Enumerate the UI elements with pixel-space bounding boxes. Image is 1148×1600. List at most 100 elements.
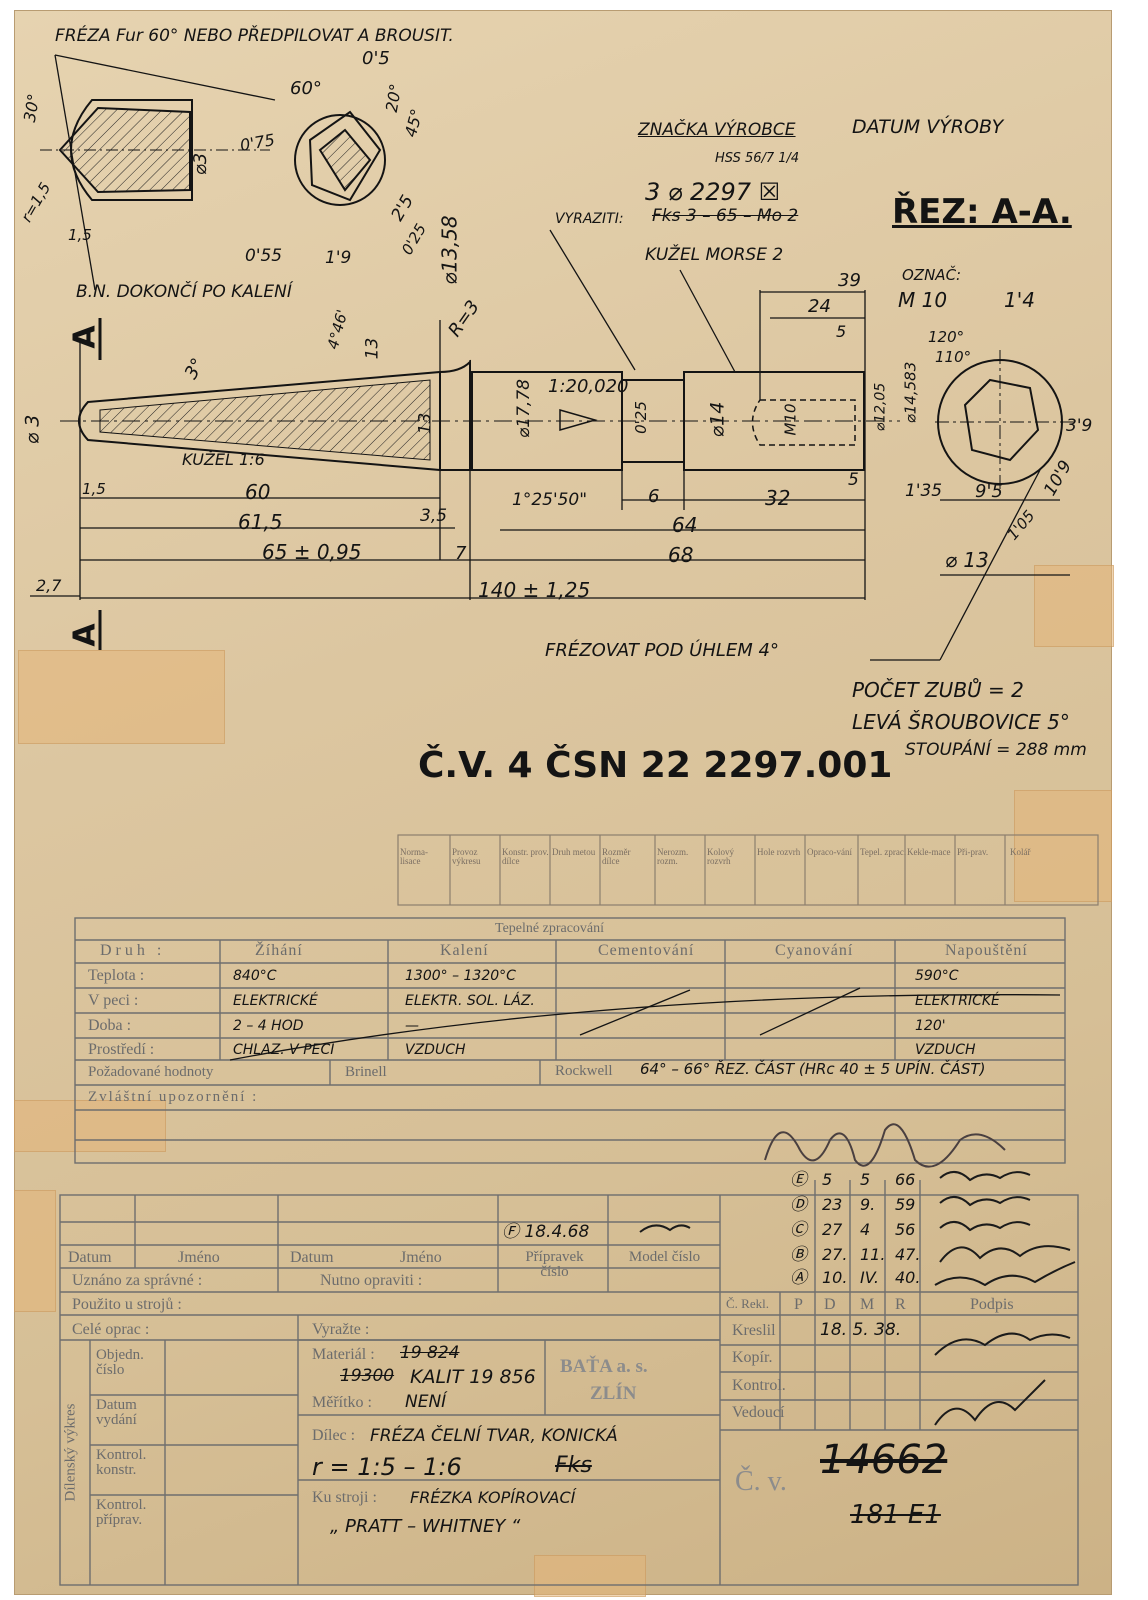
faint-header: Provoz výkresu	[452, 847, 481, 866]
dim: 3'9	[1066, 416, 1093, 436]
dim: 13	[415, 412, 436, 435]
dim: ⌀14	[706, 401, 729, 438]
revision-mark: Ⓑ	[790, 1245, 807, 1265]
detail-section-circle	[294, 114, 386, 206]
faint-header: Opraco-vání	[807, 847, 852, 857]
heat-column-header: Druh :	[100, 942, 166, 959]
heat-cell: 1300° – 1320°C	[405, 968, 516, 984]
dim: 3,5	[420, 506, 448, 526]
revision-header-cell: D	[824, 1296, 836, 1313]
faint-header: Kekle-mace	[907, 847, 951, 857]
col-name: Jméno	[178, 1249, 220, 1266]
part-label: Dílec :	[312, 1427, 356, 1444]
special-label: Zvláštní upozornění :	[88, 1089, 259, 1105]
revision-year: 56	[895, 1220, 916, 1239]
part-value: FRÉZA ČELNÍ TVAR, KONICKÁ	[370, 1426, 618, 1446]
revision-header-cell: Č. Rekl.	[726, 1296, 769, 1311]
heat-cell: ELEKTRICKÉ	[233, 993, 318, 1009]
left-row-label: Objedn. číslo	[96, 1347, 144, 1378]
dim: 61,5	[238, 510, 283, 534]
mark-value: M 10	[898, 288, 948, 312]
revision-header-cell: P	[794, 1296, 803, 1313]
revision-year: 59	[895, 1195, 916, 1214]
cv-label: Č. v.	[735, 1466, 787, 1497]
revision-month: 11.	[860, 1245, 886, 1264]
drawing-sheet	[14, 10, 1114, 1597]
dim: 6	[648, 486, 660, 507]
heat-cell: 120'	[915, 1018, 946, 1034]
drawing-number: Č.V. 4 ČSN 22 2297.001	[418, 745, 893, 786]
rockwell-value: 64° – 66° ŘEZ. ČÁST (HRc 40 ± 5 UPÍN. ČÁ…	[640, 1060, 986, 1078]
revision-month: 9.	[860, 1195, 876, 1214]
dim: 65 ± 0,95	[262, 540, 362, 564]
pitch-note: STOUPÁNÍ = 288 mm	[905, 740, 1087, 760]
material-new: KALIT 19 856	[410, 1366, 536, 1388]
section-marker-bottom: A	[67, 623, 103, 647]
drawn-date: 18. 5. 38.	[820, 1320, 902, 1340]
dim: 5	[836, 322, 847, 341]
dim: ⌀12,05	[872, 382, 889, 432]
dim: 68	[668, 543, 694, 567]
faint-header: Nerozm. rozm.	[657, 847, 689, 866]
drawn-label: Kreslil	[732, 1322, 776, 1339]
hss-code: HSS 56/7 1/4	[715, 151, 800, 166]
tape-patch	[1014, 790, 1112, 902]
dim: 0'5	[362, 48, 390, 69]
heat-cell: 2 – 4 HOD	[233, 1018, 304, 1034]
dim: ⌀13,58	[437, 215, 462, 285]
faint-table	[397, 834, 1099, 906]
stamp-struck: Fks 3 – 65 – Mo 2	[652, 206, 799, 226]
dim: 1°25'50"	[512, 490, 588, 510]
dim: 1'9	[325, 248, 352, 268]
dim: 39	[838, 270, 861, 291]
revision-day: 27.	[822, 1245, 848, 1264]
revision-header-cell: Podpis	[970, 1296, 1014, 1313]
col-name2: Jméno	[400, 1249, 442, 1266]
revision-mark: Ⓒ	[790, 1220, 807, 1240]
dim: M10	[781, 403, 800, 436]
company-city: ZLÍN	[590, 1383, 637, 1404]
faint-header: Konstr. prov. dílce	[502, 847, 549, 866]
dim: 60°	[290, 78, 322, 99]
dim: 13	[362, 337, 383, 360]
tape-patch	[14, 1190, 56, 1312]
dim: 0'25	[631, 401, 650, 434]
revision-mark: Ⓐ	[790, 1268, 807, 1288]
full-proc-label: Celé oprac :	[72, 1321, 150, 1338]
dim: 140 ± 1,25	[478, 578, 591, 602]
dim: ⌀17,78	[513, 379, 534, 438]
finish-note: B.N. DOKONČÍ PO KALENÍ	[76, 282, 292, 302]
dim: 1,5	[68, 226, 92, 244]
heat-cell: CHLAZ. V PECI	[233, 1042, 335, 1058]
faint-header: Rozměr dílce	[602, 847, 631, 866]
manufacturer-mark-label: ZNAČKA VÝROBCE	[638, 120, 796, 140]
machine-value-2: „ PRATT – WHITNEY “	[330, 1516, 521, 1537]
brinell-label: Brinell	[345, 1064, 387, 1080]
cv-number: 14662	[820, 1437, 948, 1483]
faint-header: Druh metou	[552, 847, 596, 857]
dim: ⌀3	[190, 152, 212, 176]
heat-column-header: Žíhání	[255, 942, 303, 959]
heat-column-header: Napouštění	[945, 942, 1028, 959]
fixture-label: Přípravek číslo	[525, 1249, 584, 1280]
dim: 60	[245, 480, 271, 504]
heat-row-label: Teplota :	[88, 967, 145, 984]
top-note: FRÉZA Fur 60° NEBO PŘEDPILOVAT A BROUSIT…	[55, 26, 454, 46]
col-date: Datum	[68, 1249, 112, 1266]
copied-label: Kopír.	[732, 1349, 773, 1366]
required-label: Požadované hodnoty	[88, 1064, 214, 1080]
faint-header: Kolář	[1010, 847, 1031, 857]
revision-mark: Ⓓ	[790, 1195, 807, 1215]
mark-label: OZNAČ:	[902, 266, 962, 284]
tape-patch	[18, 650, 225, 744]
head-label: Vedoucí	[732, 1404, 785, 1421]
helix-note: LEVÁ ŠROUBOVICE 5°	[852, 710, 1070, 734]
taper-label: 1:20,020	[548, 376, 629, 397]
rockwell-label: Rockwell	[555, 1063, 613, 1079]
heat-cell: —	[405, 1018, 419, 1034]
faint-header: Tepel. zprac.	[860, 847, 907, 857]
revision-mark: Ⓔ	[790, 1170, 807, 1190]
tape-patch	[1034, 565, 1114, 647]
section-marker-top: A	[67, 325, 103, 349]
